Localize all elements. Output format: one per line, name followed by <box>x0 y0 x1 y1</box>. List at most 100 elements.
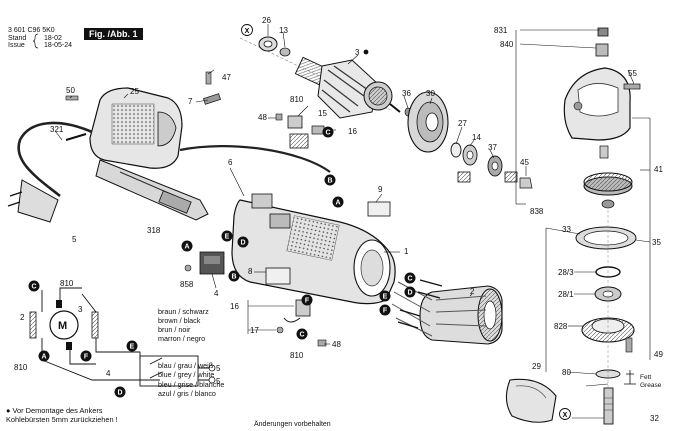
callout-26: 26 <box>262 16 271 25</box>
screw-858 <box>184 264 192 272</box>
screw-50 <box>65 95 79 101</box>
armature-group <box>239 36 412 119</box>
pinion-gear <box>504 171 518 183</box>
header-brace <box>32 33 39 49</box>
callout-8: 8 <box>248 267 253 276</box>
callout-16a: 16 <box>348 127 357 136</box>
callout-labels: 26 13 3 831 840 47 7 50 25 55 36 30 810 … <box>14 16 663 423</box>
svg-text:D: D <box>240 240 245 247</box>
svg-text:F: F <box>84 354 89 361</box>
switch-block <box>251 193 273 209</box>
brush-810a <box>287 115 303 129</box>
label-8 <box>265 267 291 285</box>
callout-27: 27 <box>458 119 467 128</box>
wire-color-legend: braun / schwarz brown / black brun / noi… <box>158 307 224 398</box>
screw-48b <box>317 339 327 347</box>
svg-text:E: E <box>383 294 388 301</box>
svg-text:A: A <box>335 200 340 207</box>
svg-text:F: F <box>383 308 388 315</box>
washer-13 <box>279 47 291 57</box>
stand-value: 18-02 <box>44 35 62 42</box>
callout-80: 80 <box>562 368 571 377</box>
legend-line: braun / schwarz <box>158 307 209 316</box>
callout-37: 37 <box>488 143 497 152</box>
switch-slide-318 <box>95 159 209 221</box>
callout-36: 36 <box>402 89 411 98</box>
marker-B-1: B <box>324 174 336 186</box>
svg-text:A: A <box>41 354 46 361</box>
callout-47: 47 <box>222 73 231 82</box>
screw-49 <box>625 337 633 353</box>
spindle-lock-button <box>595 43 609 57</box>
field-coil-right <box>91 311 99 339</box>
callout-828: 828 <box>554 322 568 331</box>
marker-A-1: A <box>332 196 344 208</box>
callout-55: 55 <box>628 69 637 78</box>
screw-48a <box>275 113 283 121</box>
wiring-schematic <box>29 287 216 387</box>
callout-1: 1 <box>404 247 409 256</box>
schem-marker-E: E <box>126 340 138 352</box>
callout-17: 17 <box>250 326 259 335</box>
svg-text:B: B <box>231 274 236 281</box>
callout-28-1: 28/1 <box>558 290 574 299</box>
schem-810b: 810 <box>14 363 28 372</box>
callout-4: 4 <box>214 289 219 298</box>
screw-47 <box>205 71 212 85</box>
schem-3: 3 <box>78 305 83 314</box>
gear-head-housing <box>563 27 641 209</box>
grease-icon <box>624 370 636 385</box>
schem-marker-A: A <box>38 350 50 362</box>
marker-B-2: B <box>228 270 240 282</box>
schem-marker-C: C <box>28 280 40 292</box>
callout-30: 30 <box>426 89 435 98</box>
callout-16b: 16 <box>230 302 239 311</box>
svg-text:X: X <box>245 28 250 35</box>
plug-5 <box>17 179 59 223</box>
legend-line: blau / grau / weiß <box>158 361 214 371</box>
svg-text:C: C <box>407 276 412 283</box>
svg-text:D: D <box>117 390 122 397</box>
small-parts <box>184 71 443 347</box>
svg-text:E: E <box>225 234 230 241</box>
callout-3: 3 <box>355 48 360 57</box>
callout-831: 831 <box>494 26 508 35</box>
svg-text:X: X <box>563 412 568 419</box>
callout-32: 32 <box>650 414 659 423</box>
callout-810a: 810 <box>290 95 304 104</box>
callout-810b: 810 <box>290 351 304 360</box>
marker-F-1: F <box>301 294 313 306</box>
svg-text:E: E <box>130 344 135 351</box>
label-9 <box>367 201 391 217</box>
legend-line: bleu / grise / blanche <box>158 379 225 389</box>
callout-14: 14 <box>472 133 481 142</box>
spindle-stack <box>575 205 637 425</box>
ring-27 <box>450 142 462 158</box>
callout-45: 45 <box>520 158 529 167</box>
marker-F-2: F <box>379 304 391 316</box>
issue-label: Issue <box>8 42 25 49</box>
svg-text:D: D <box>407 290 412 297</box>
callout-33: 33 <box>562 225 571 234</box>
spindle-32 <box>603 387 614 425</box>
marker-D-1: D <box>237 236 249 248</box>
callout-9: 9 <box>378 185 383 194</box>
svg-text:C: C <box>325 130 330 137</box>
schem-5a: 5 <box>216 364 221 373</box>
svg-text:A: A <box>184 244 189 251</box>
figure-label: Fig. /Abb. 1 <box>84 28 143 40</box>
callout-858: 858 <box>180 280 194 289</box>
marker-C-top: C <box>322 126 334 138</box>
callout-28-3: 28/3 <box>558 268 574 277</box>
callout-6: 6 <box>228 158 233 167</box>
schem-marker-D: D <box>114 386 126 398</box>
nut-45 <box>519 177 533 189</box>
issue-value: 18-05-24 <box>44 42 73 49</box>
part-number: 3 601 C96 5K0 <box>8 27 55 34</box>
marker-A-2: A <box>181 240 193 252</box>
motor-symbol <box>49 310 79 340</box>
power-cable-321 <box>17 121 93 198</box>
leader-lines <box>55 24 651 419</box>
callout-49: 49 <box>654 350 663 359</box>
